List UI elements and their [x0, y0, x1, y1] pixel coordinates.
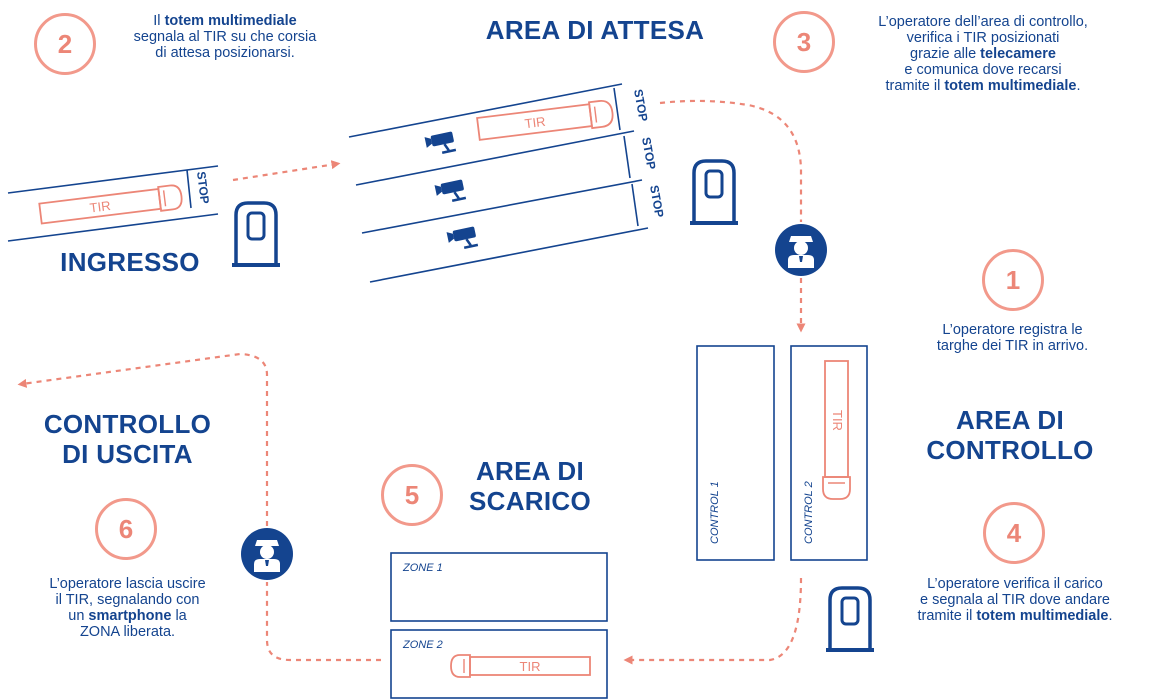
area-controllo-title-line2: CONTROLLO: [926, 435, 1094, 465]
stop-label: STOP: [639, 136, 658, 170]
truck-label: TIR: [89, 198, 112, 215]
security-camera-icon: [434, 179, 467, 202]
controllo-uscita-title: CONTROLLO DI USCITA: [25, 409, 230, 469]
stop-label: STOP: [647, 184, 666, 218]
ingresso-truck: TIR: [38, 184, 183, 225]
description-text: targhe dei TIR in arrivo.: [936, 338, 1089, 354]
description-text: ZONA liberata.: [79, 624, 176, 640]
description-text: Il: [153, 13, 165, 29]
description-text: verifica i TIR posizionati: [906, 30, 1060, 46]
control-1-box: [696, 345, 775, 561]
operator-icon: [775, 224, 827, 276]
description-bold-text: totem multimediale: [944, 78, 1077, 94]
control-area: CONTROL 1 CONTROL 2 TIR: [696, 345, 868, 561]
description-text: il TIR, segnalando con: [55, 592, 200, 608]
truck-cab: [822, 476, 851, 500]
description-text: la: [171, 608, 187, 624]
description-text: L’operatore registra le: [942, 322, 1083, 338]
control-2-box: [790, 345, 868, 561]
truck-trailer: [469, 656, 591, 676]
description-bold-text: totem multimediale: [164, 13, 297, 29]
ingresso-lane: TIR STOP: [7, 165, 219, 242]
area-scarico-title-line1: AREA DI: [475, 456, 585, 486]
zone-truck: TIR: [450, 654, 591, 678]
description-text: un: [68, 608, 89, 624]
description-bold-text: smartphone: [88, 608, 172, 624]
description-text: di attesa posizionarsi.: [155, 45, 295, 61]
description-text: grazie alle: [910, 46, 981, 62]
description-bold-text: totem multimediale: [976, 608, 1109, 624]
description-text: L’operatore dell’area di controllo,: [878, 14, 1088, 30]
flow-arrow-icon: [265, 582, 381, 662]
controllo-uscita-title-line1: CONTROLLO: [43, 409, 212, 439]
step-3-description: L’operatore dell’area di controllo,verif…: [838, 14, 1128, 94]
waiting-lanes: TIR STOP STOP STOP: [348, 83, 666, 283]
stop-label: STOP: [631, 88, 650, 122]
description-text: L’operatore lascia uscire: [49, 576, 206, 592]
truck-label: TIR: [830, 410, 845, 431]
truck-cab: [450, 654, 471, 678]
security-camera-icon: [446, 226, 479, 249]
zone-1-box: [390, 552, 608, 622]
area-controllo-title: AREA DI CONTROLLO: [905, 405, 1115, 465]
description-text: tramite il: [885, 78, 945, 94]
description-text: .: [1076, 78, 1081, 94]
description-text: .: [1108, 608, 1113, 624]
truck-cab: [587, 100, 614, 130]
totem-icon: [826, 586, 874, 652]
unloading-zones: ZONE 1 ZONE 2 TIR: [390, 552, 608, 699]
step-3-badge: 3: [773, 11, 835, 73]
description-bold-text: telecamere: [980, 46, 1056, 62]
description-text: segnala al TIR su che corsia: [133, 29, 317, 45]
zone-2-label: ZONE 2: [402, 639, 443, 651]
flow-arrow-icon: [232, 160, 341, 182]
truck-label: TIR: [520, 659, 541, 674]
area-attesa-title: AREA DI ATTESA: [485, 15, 705, 45]
security-camera-icon: [424, 131, 457, 154]
ingresso-title: INGRESSO: [60, 247, 200, 277]
description-text: tramite il: [917, 608, 977, 624]
truck-label: TIR: [524, 114, 547, 131]
step-5-badge: 5: [381, 464, 443, 526]
flow-arrow-icon: [17, 352, 269, 526]
area-controllo-title-line1: AREA DI: [955, 405, 1065, 435]
area-scarico-title-line2: SCARICO: [469, 486, 591, 516]
control-truck: TIR: [822, 360, 851, 500]
step-6-badge: 6: [95, 498, 157, 560]
control-2-label: CONTROL 2: [803, 481, 815, 544]
truck-cab: [157, 184, 183, 212]
flow-arrow-icon: [623, 577, 803, 665]
area-scarico-title: AREA DI SCARICO: [455, 456, 605, 516]
description-text: e segnala al TIR dove andare: [920, 592, 1110, 608]
zone-2-box: [390, 629, 608, 699]
operator-icon: [241, 528, 293, 580]
zone-1-label: ZONE 1: [402, 562, 443, 574]
stop-label: STOP: [194, 171, 212, 205]
description-text: e comunica dove recarsi: [904, 62, 1062, 78]
step-4-badge: 4: [983, 502, 1045, 564]
control-1-label: CONTROL 1: [709, 481, 721, 544]
flow-arrows: [17, 99, 806, 665]
waiting-truck: TIR: [476, 100, 614, 141]
totem-icon: [690, 159, 738, 225]
controllo-uscita-title-line2: DI USCITA: [62, 439, 193, 469]
step-1-badge: 1: [982, 249, 1044, 311]
description-text: L’operatore verifica il carico: [927, 576, 1103, 592]
step-2-badge: 2: [34, 13, 96, 75]
totem-icon: [232, 201, 280, 267]
